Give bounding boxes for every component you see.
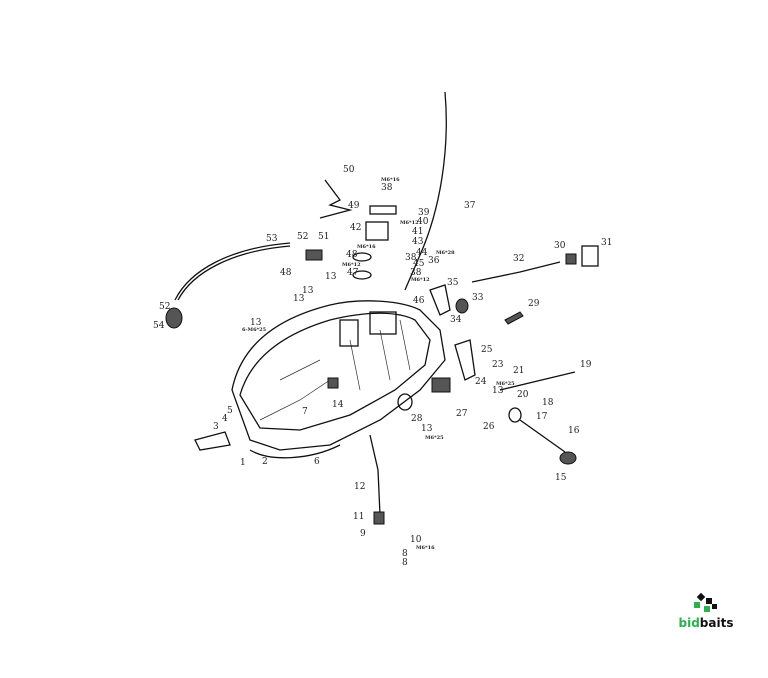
throttle-cable: [404, 91, 447, 291]
part-number-label: 28: [411, 414, 423, 424]
part-number-label: 40: [417, 217, 429, 227]
part-number-label: 54: [153, 321, 165, 331]
part-number-label: 19: [580, 360, 592, 370]
part-number-label: 4: [222, 414, 228, 424]
part-number-label: 15: [555, 473, 567, 483]
part-number-label: 6: [314, 457, 320, 467]
part-number-label: 7: [302, 407, 308, 417]
bottom-cowling: [231, 300, 446, 459]
part-number-label: 18: [542, 398, 554, 408]
part-number-label: 51: [318, 232, 329, 242]
bolt-spec-label: M6*12: [342, 262, 361, 268]
part-number-label: 36: [428, 256, 440, 266]
bolt-spec-label: M6*25: [496, 381, 515, 387]
part-number-label: 38: [410, 268, 422, 278]
part-number-label: 39: [418, 208, 430, 218]
part-number-label: 1: [240, 458, 246, 468]
fuel-hose-inner: [177, 245, 291, 301]
part-number-label: 46: [413, 296, 425, 306]
part-number-label: 31: [601, 238, 612, 248]
logo-text-bid: bid: [678, 616, 700, 630]
part-number-label: 13: [293, 294, 305, 304]
part-number-label: 43: [412, 237, 424, 247]
part-number-label: 24: [475, 377, 487, 387]
part-number-label: 37: [464, 201, 476, 211]
bidbaits-logo: bidbaits: [676, 592, 736, 632]
logo-mark-icon: [694, 592, 717, 612]
part-number-label: 49: [348, 201, 360, 211]
part-number-label: 35: [447, 278, 459, 288]
part-number-label: 53: [266, 234, 278, 244]
logo-text: bidbaits: [676, 616, 736, 630]
part-number-label: 48: [280, 268, 292, 278]
shift-rod-19: [499, 371, 576, 391]
part-number-label: 12: [354, 482, 365, 492]
part-number-label: 13: [302, 286, 314, 296]
part-number-label: 32: [513, 254, 524, 264]
part-number-label: 8: [402, 549, 408, 559]
part-number-label: 30: [554, 241, 566, 251]
part-number-label: 23: [492, 360, 504, 370]
part-number-label: 41: [412, 227, 423, 237]
part-number-label: 42: [350, 223, 361, 233]
part-number-label: 16: [568, 426, 580, 436]
part-number-label: 21: [513, 366, 524, 376]
bolt-spec-label: M6*16: [357, 244, 376, 250]
bolt-spec-label: M6*16: [381, 177, 400, 183]
part-number-label: 13: [325, 272, 337, 282]
part-number-label: 33: [472, 293, 484, 303]
small-parts: [165, 179, 599, 525]
part-number-label: 26: [483, 422, 495, 432]
bolt-spec-label: M6*12: [400, 220, 419, 226]
part-number-label: 44: [416, 248, 428, 258]
part-number-label: 11: [353, 512, 364, 522]
part-number-label: 13: [492, 386, 504, 396]
part-number-label: 10: [410, 535, 422, 545]
part-number-label: 38: [405, 253, 417, 263]
part-number-label: 13: [250, 318, 262, 328]
logo-text-baits: baits: [699, 616, 734, 630]
cable-32: [471, 261, 561, 283]
part-number-label: 50: [343, 165, 355, 175]
bolt-spec-label: M6*12: [411, 277, 430, 283]
fuel-hose: [174, 242, 291, 301]
part-number-label: 25: [481, 345, 493, 355]
part-number-label: 47: [347, 268, 359, 278]
part-number-label: 34: [450, 315, 462, 325]
part-number-label: 9: [360, 529, 366, 539]
bolt-spec-label: M6*16: [416, 545, 435, 551]
part-number-label: 2: [262, 457, 268, 467]
choke-rod-16: [519, 419, 566, 453]
part-number-label: 45: [413, 259, 425, 269]
part-number-label: 13: [421, 424, 433, 434]
bolt-spec-label: 6-M6*25: [242, 327, 267, 333]
part-number-label: 48: [346, 250, 358, 260]
part-number-label: 8: [402, 558, 408, 568]
part-number-label: 27: [456, 409, 468, 419]
part-number-label: 20: [517, 390, 529, 400]
part-number-label: 38: [381, 183, 393, 193]
part-number-label: 52: [297, 232, 308, 242]
bolt-spec-label: M6*25: [425, 435, 444, 441]
rod-12: [369, 434, 381, 516]
bolt-spec-label: M6*28: [436, 250, 455, 256]
part-number-label: 3: [213, 422, 219, 432]
part-number-label: 29: [528, 299, 540, 309]
part-number-label: 52: [159, 302, 170, 312]
part-number-label: 17: [536, 412, 548, 422]
part-number-label: 5: [227, 406, 233, 416]
part-number-label: 14: [332, 400, 344, 410]
